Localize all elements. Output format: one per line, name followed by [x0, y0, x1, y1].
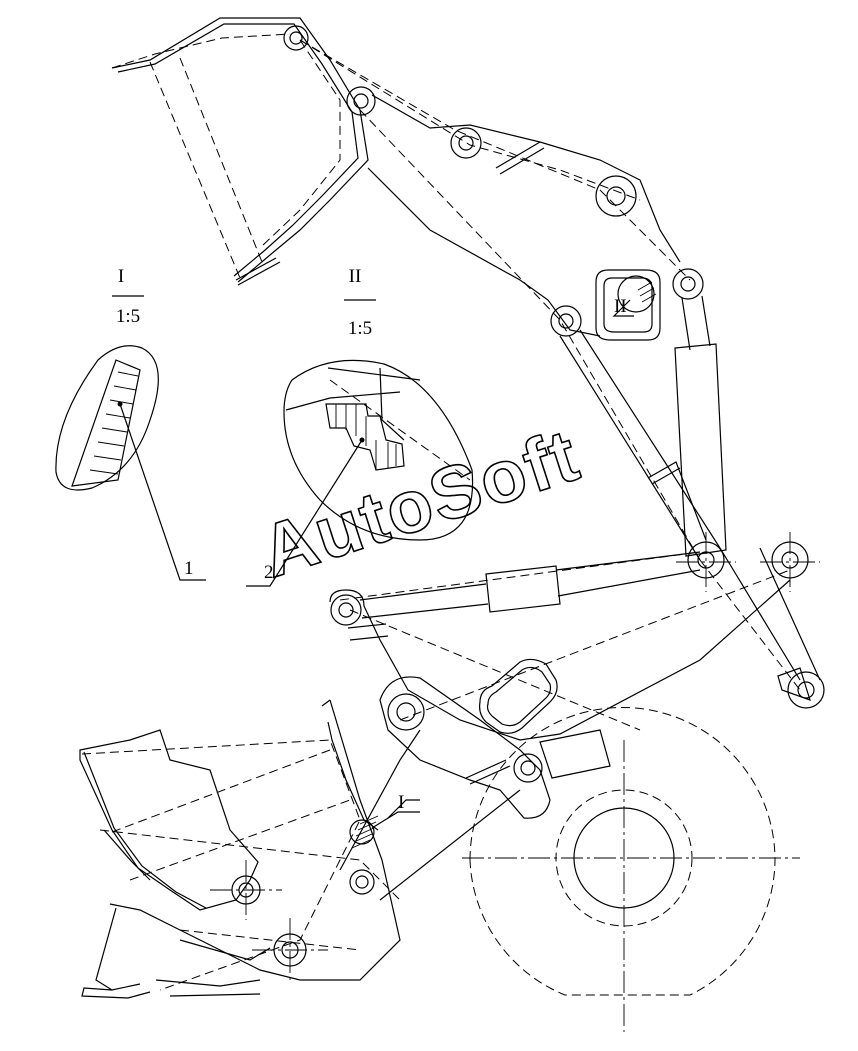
raised-boom-arm — [299, 39, 704, 561]
detail-markers: II I — [371, 275, 655, 829]
lift-cylinders — [339, 295, 825, 709]
lowered-boom-arm — [329, 569, 791, 819]
watermark: AutoSoft — [251, 413, 589, 593]
wheel — [462, 707, 800, 1032]
callout-1: 1 — [184, 558, 194, 579]
detail-II-label: II — [349, 266, 362, 287]
callout-2: 2 — [264, 562, 274, 583]
detail-II-scale: 1:5 — [348, 318, 372, 339]
detail-I-label: I — [118, 266, 124, 287]
detail-I: I 1:5 1 — [55, 266, 206, 581]
marker-I: I — [398, 792, 404, 813]
detail-II: II 1:5 2 — [246, 266, 474, 587]
raised-bucket — [111, 17, 376, 286]
detail-I-scale: 1:5 — [116, 306, 140, 327]
marker-II: II — [614, 296, 627, 317]
lowered-bucket — [79, 699, 521, 999]
